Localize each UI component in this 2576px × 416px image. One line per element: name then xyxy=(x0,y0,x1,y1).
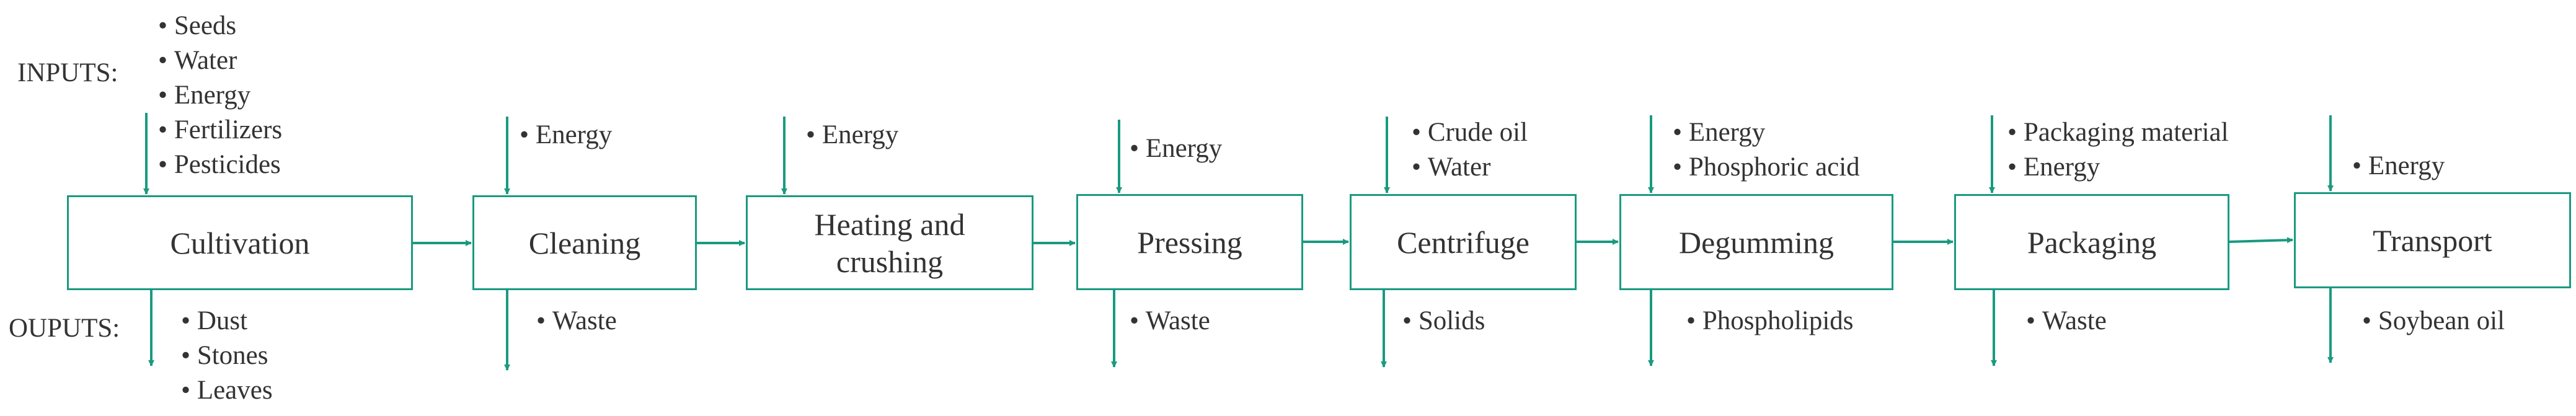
packaging-inputs: Packaging material Energy xyxy=(2007,115,2229,185)
output-item: Dust xyxy=(181,304,273,339)
cultivation-outputs: Dust Stones Leaves xyxy=(181,304,273,408)
step-centrifuge: Centrifuge xyxy=(1350,194,1577,290)
step-packaging: Packaging xyxy=(1954,194,2229,290)
heating-inputs: Energy xyxy=(806,118,898,153)
output-item: Phospholipids xyxy=(1686,304,1854,339)
output-item: Waste xyxy=(536,304,617,339)
step-degumming-label: Degumming xyxy=(1679,224,1834,260)
cleaning-inputs: Energy xyxy=(520,118,612,153)
step-transport-label: Transport xyxy=(2373,223,2492,258)
inputs-label: INPUTS: xyxy=(17,58,118,87)
step-heating-and-crushing: Heating and crushing xyxy=(746,195,1033,290)
step-pressing: Pressing xyxy=(1076,194,1303,290)
packaging-outputs: Waste xyxy=(2026,304,2107,339)
centrifuge-inputs: Crude oil Water xyxy=(1412,115,1528,185)
step-cleaning: Cleaning xyxy=(472,195,697,290)
pressing-outputs: Waste xyxy=(1130,304,1210,339)
input-item: Phosphoric acid xyxy=(1673,150,1860,185)
step-heating-label-line-1: Heating and xyxy=(814,206,965,242)
step-heating-label-line-2: crushing xyxy=(836,244,944,279)
input-item: Fertilizers xyxy=(158,113,282,148)
step-cultivation: Cultivation xyxy=(67,195,413,290)
output-item: Leaves xyxy=(181,373,273,408)
input-item: Packaging material xyxy=(2007,115,2229,150)
transport-inputs: Energy xyxy=(2352,149,2445,184)
input-item: Energy xyxy=(2007,150,2229,185)
cleaning-outputs: Waste xyxy=(536,304,617,339)
transport-outputs: Soybean oil xyxy=(2362,304,2505,339)
flow-arrow-packaging-transport xyxy=(2229,237,2293,244)
input-item: Pesticides xyxy=(158,148,282,182)
pressing-inputs: Energy xyxy=(1130,131,1222,166)
input-item: Water xyxy=(1412,150,1528,185)
step-heating-label: Heating and crushing xyxy=(815,206,965,280)
input-item: Energy xyxy=(806,118,898,153)
step-pressing-label: Pressing xyxy=(1137,224,1242,260)
centrifuge-outputs: Solids xyxy=(1402,304,1485,339)
step-degumming: Degumming xyxy=(1619,194,1893,290)
cultivation-inputs: Seeds Water Energy Fertilizers Pesticide… xyxy=(158,9,282,182)
step-centrifuge-label: Centrifuge xyxy=(1397,224,1529,260)
input-item: Energy xyxy=(1130,131,1222,166)
output-item: Solids xyxy=(1402,304,1485,339)
input-item: Energy xyxy=(158,78,282,113)
input-item: Energy xyxy=(520,118,612,153)
output-item: Soybean oil xyxy=(2362,304,2505,339)
input-item: Crude oil xyxy=(1412,115,1528,150)
step-packaging-label: Packaging xyxy=(2027,224,2157,260)
output-item: Stones xyxy=(181,339,273,373)
input-item: Water xyxy=(158,43,282,78)
degumming-inputs: Energy Phosphoric acid xyxy=(1673,115,1860,185)
outputs-label: OUPUTS: xyxy=(9,314,120,343)
step-transport: Transport xyxy=(2294,192,2571,288)
degumming-outputs: Phospholipids xyxy=(1686,304,1854,339)
output-item: Waste xyxy=(2026,304,2107,339)
input-item: Energy xyxy=(2352,149,2445,184)
input-item: Seeds xyxy=(158,9,282,43)
output-item: Waste xyxy=(1130,304,1210,339)
input-item: Energy xyxy=(1673,115,1860,150)
step-cultivation-label: Cultivation xyxy=(170,225,310,260)
step-cleaning-label: Cleaning xyxy=(528,225,641,260)
